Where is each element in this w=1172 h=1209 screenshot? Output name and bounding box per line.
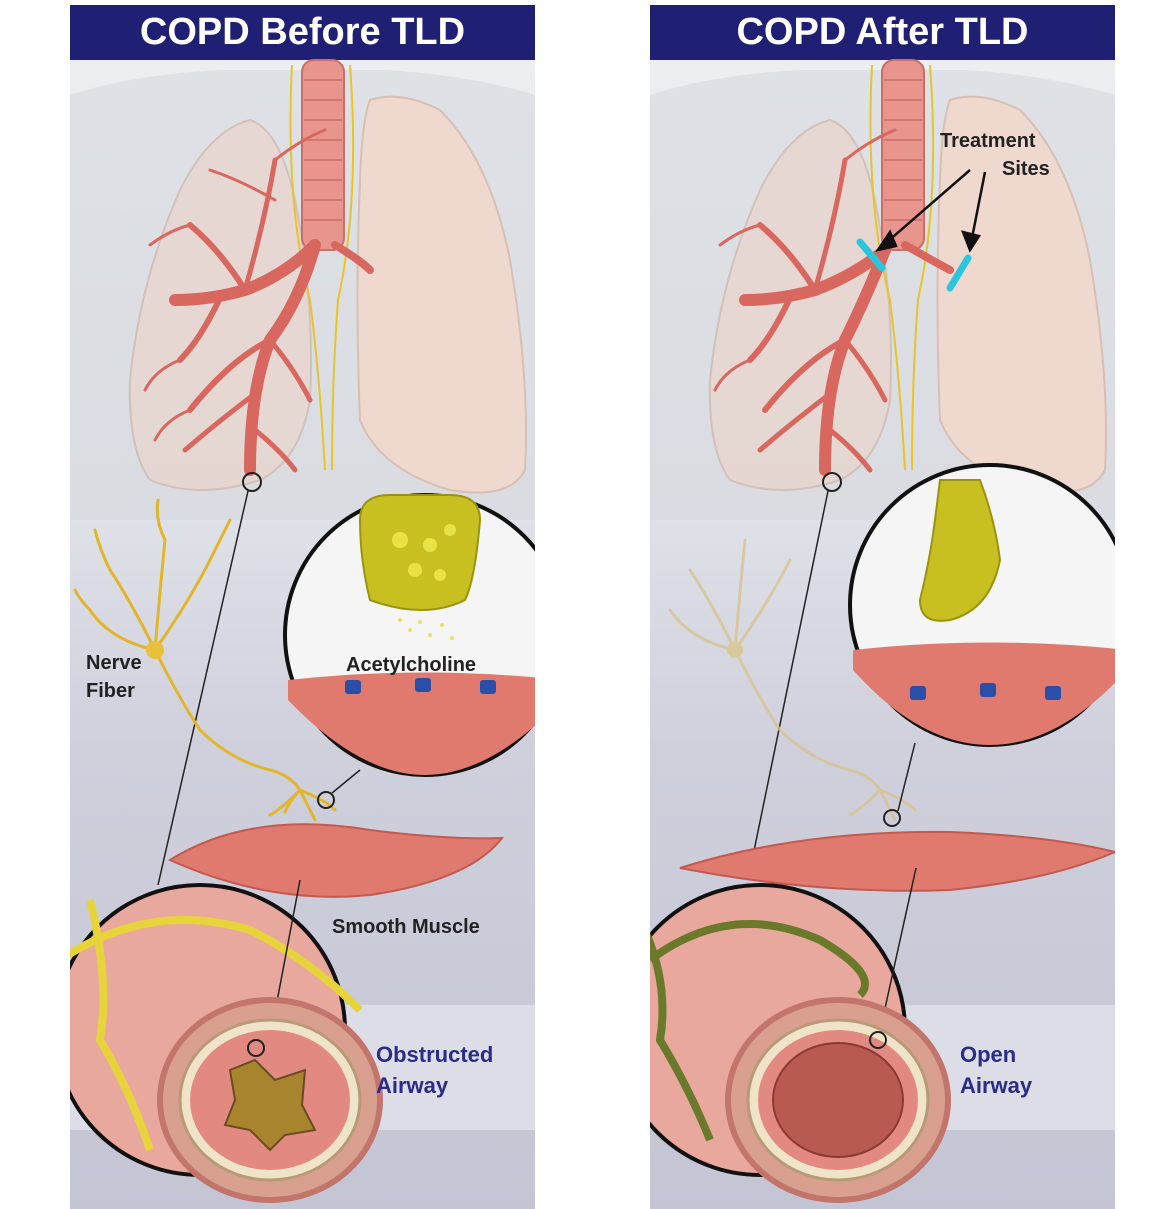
open-lumen	[773, 1043, 903, 1157]
panel-before-tld: COPD Before TLD	[70, 0, 535, 1209]
nerve-terminal	[360, 495, 480, 610]
label-airway: Airway	[960, 1071, 1032, 1101]
label-nerve: Nerve	[86, 648, 142, 678]
label-airway: Airway	[376, 1071, 448, 1101]
muscle-surface	[288, 673, 535, 776]
label-treatment: Treatment	[940, 126, 1036, 156]
before-illustration	[70, 0, 535, 1209]
label-sites: Sites	[1002, 154, 1050, 184]
label-acetylcholine: Acetylcholine	[346, 650, 476, 680]
trachea	[302, 60, 344, 250]
smooth-muscle-cell-relaxed	[680, 832, 1115, 891]
label-obstructed: Obstructed	[376, 1040, 493, 1070]
label-open: Open	[960, 1040, 1016, 1070]
trachea	[882, 60, 924, 250]
label-smooth-muscle: Smooth Muscle	[332, 912, 480, 942]
panel-after-tld: COPD After TLD	[650, 0, 1115, 1209]
label-fiber: Fiber	[86, 676, 135, 706]
